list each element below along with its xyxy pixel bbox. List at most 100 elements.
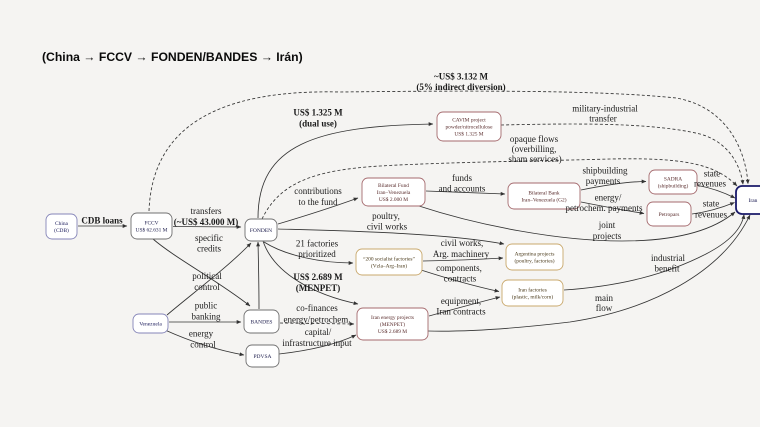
node-label-cavim-2: US$ 1.325 M [454, 131, 483, 138]
edge-bandes-fonden [256, 241, 261, 310]
edge-socialist200-iran_factories [420, 269, 500, 293]
edge-label-bilateral_fund-iran-1: projects [593, 231, 622, 241]
edge-venezuela-fonden [166, 242, 252, 316]
edge-label-venezuela-bandes-1: banking [192, 312, 221, 322]
edge-label-menpet-iran_factories-1: Iran contracts [436, 307, 486, 317]
edge-label-bilateral_bank-sadra-1: payments [586, 176, 621, 186]
edge-fonden-socialist200 [263, 241, 354, 265]
edge-label-fonden-bilateral_fund-1: to the fund [299, 197, 338, 207]
edge-bilateral_bank-petropars [580, 201, 645, 215]
edge-label-petropars-iran-0: state [703, 199, 720, 209]
edge-fccv-bandes [152, 238, 251, 307]
node-iran: Iran [735, 185, 760, 215]
node-box-menpet [356, 307, 429, 341]
edge-label-fonden-iran-2: sham services) [508, 154, 561, 164]
edge-label-pdvsa-menpet-0: capital/ [305, 327, 332, 337]
edge-fonden-iran [261, 158, 738, 220]
node-label-menpet-0: Iran energy projects [371, 315, 414, 321]
node-box-bilateral_bank [507, 182, 581, 210]
edge-label-fonden-argentina-0: poultry, [372, 211, 400, 221]
edge-bilateral_fund-iran [418, 205, 736, 242]
edge-label-fccv-fonden-1: (~US$ 43.000 M) [174, 217, 238, 227]
edge-petropars-iran [691, 202, 735, 215]
edge-label-menpet-iran-0: main [595, 293, 613, 303]
edge-label-venezuela-bandes-0: public [195, 301, 218, 311]
edge-label-pdvsa-menpet-1: infrastructure input [282, 338, 352, 348]
node-box-bilateral_fund [361, 177, 426, 207]
edge-bilateral_fund-bilateral_bank [425, 190, 506, 196]
edge-label-menpet-iran-1: flow [596, 303, 613, 313]
node-label-bilateral_bank-0: Bilateral Bank [528, 190, 560, 196]
edge-label-socialist200-argentina-1: Arg. machinery [433, 249, 490, 259]
edge-label-venezuela-fonden-1: control [194, 282, 220, 292]
node-label-iran-0: Iran [749, 198, 758, 204]
node-box-argentina [505, 243, 564, 271]
node-box-sadra [648, 169, 698, 195]
edge-label-sadra-iran-1: revenues [694, 179, 726, 189]
node-box-petropars [646, 201, 692, 227]
edge-label-bandes-menpet-1: energy/petrochem. [283, 315, 350, 325]
edge-label-fccv-bandes-0: specific [195, 233, 223, 243]
edge-label-petropars-iran-1: revenues [695, 210, 727, 220]
edge-label-fonden-argentina-1: civil works [367, 222, 408, 232]
edge-label-venezuela-fonden-0: political [192, 271, 222, 281]
node-box-iran [735, 185, 760, 215]
edge-label-socialist200-argentina-0: civil works, [441, 238, 484, 248]
node-sadra: SADRA(shipbuilding) [648, 169, 698, 195]
edge-fonden-menpet [262, 240, 359, 306]
edge-label-fonden-menpet-1: (MENPET) [296, 283, 341, 293]
edge-label-bilateral_bank-sadra-0: shipbuilding [582, 166, 628, 176]
edge-label-fonden-cavim-0: US$ 1.325 M [293, 108, 343, 118]
edge-label-fonden-iran-1: (overbilling, [512, 144, 557, 154]
node-box-fonden [244, 218, 278, 242]
edge-venezuela-pdvsa [164, 329, 245, 357]
edge-label-cavim-iran-1: transfer [589, 114, 616, 124]
node-label-argentina-0: Argentina projects [515, 251, 555, 257]
edge-label-bilateral_bank-petropars-1: petrochem. payments [566, 203, 643, 213]
node-label-cavim-0: CAVIM project [452, 117, 486, 123]
node-box-venezuela [132, 313, 169, 334]
edge-bandes-menpet [279, 322, 355, 326]
edge-label-fonden-socialist200-0: 21 factories [296, 239, 339, 249]
node-label-iran_factories-0: Iran factories [518, 286, 547, 293]
node-label-cavim-1: powder/nitrocellulose [445, 125, 493, 131]
edge-menpet-iran_factories [428, 296, 501, 317]
edge-label-fonden-bilateral_fund-0: contributions [294, 186, 342, 196]
node-label-pdvsa-0: PDVSA [253, 354, 271, 360]
node-label-menpet-2: US$ 2.689 M [378, 328, 407, 335]
edge-label-iran_factories-iran-0: industrial [651, 253, 685, 263]
edge-label-iran_factories-iran-1: benefit [655, 264, 680, 274]
edge-fonden-bilateral_fund [277, 197, 359, 225]
node-label-china-1: (CDB) [54, 227, 69, 234]
edge-socialist200-argentina [422, 256, 504, 262]
node-box-fccv [130, 212, 173, 240]
edge-label-bilateral_fund-bilateral_bank-0: funds [452, 173, 472, 183]
diagram-title: (China → FCCV → FONDEN/BANDES → Irán) [42, 50, 303, 64]
edge-cavim-iran [500, 123, 745, 185]
edge-label-fccv-fonden-0: transfers [191, 206, 222, 216]
edge-label-venezuela-pdvsa-1: control [190, 340, 216, 350]
edge-label-cavim-iran-0: military-industrial [572, 104, 638, 114]
node-label-bilateral_bank-1: Iran–Venezuela (G2) [521, 197, 566, 204]
edge-label-bilateral_fund-bilateral_bank-1: and accounts [439, 184, 486, 194]
edge-fccv-iran [148, 90, 750, 212]
node-label-fccv-0: FCCV [144, 220, 158, 226]
node-argentina: Argentina projects(poultry, factories) [505, 243, 564, 271]
edge-label-sadra-iran-0: state [704, 169, 721, 179]
node-label-bandes-0: BANDES [250, 320, 272, 326]
node-box-bandes [243, 309, 280, 334]
edge-iran_factories-iran [563, 214, 746, 291]
edge-sadra-iran [697, 185, 736, 199]
node-label-bilateral_fund-0: Bilateral Fund [378, 183, 409, 189]
edge-fonden-cavim [257, 122, 434, 219]
node-petropars: Petropars [646, 201, 692, 227]
edge-label-fccv-bandes-1: credits [197, 244, 221, 254]
edge-label-fccv-iran-1: (5% indirect diversion) [416, 82, 505, 92]
edge-label-china-fccv-0: CDB loans [81, 216, 123, 226]
